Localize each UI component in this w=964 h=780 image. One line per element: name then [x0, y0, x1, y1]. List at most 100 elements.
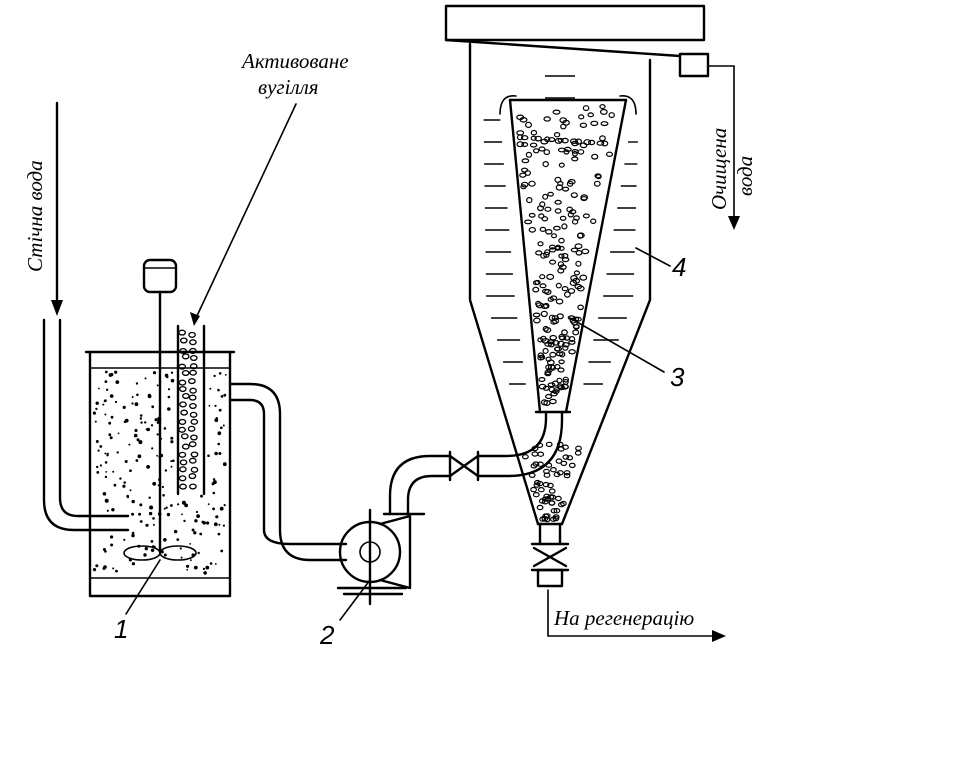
carbon-granule: [571, 140, 579, 147]
carbon-granule: [534, 279, 541, 285]
carbon-granule: [554, 199, 562, 205]
carbon-granule: [574, 243, 583, 250]
carbon-granule: [542, 347, 549, 354]
suspension-dot: [99, 445, 103, 448]
suspension-dot: [170, 436, 174, 440]
carbon-granule: [553, 508, 561, 514]
regeneration-line: [547, 589, 719, 637]
carbon-granule: [526, 197, 533, 204]
suspension-dot: [207, 503, 210, 506]
suspension-dot: [212, 491, 216, 495]
carbon-granule: [538, 498, 546, 504]
carbon-granule: [578, 114, 585, 120]
suspension-dot: [154, 418, 158, 422]
carbon-granule: [543, 149, 551, 156]
suspension-dot: [159, 453, 164, 458]
leader-3: [569, 317, 665, 373]
carbon-granule: [520, 184, 527, 190]
carbon-granule: [550, 391, 558, 397]
carbon-granule: [179, 466, 187, 473]
mixing-tank: [42, 258, 252, 598]
suspension-dot: [205, 565, 210, 570]
carbon-granule: [545, 229, 553, 235]
suspension-dot: [215, 417, 218, 420]
suspension-dot: [151, 447, 154, 450]
regeneration-arrow-head: [712, 630, 726, 642]
carbon-granule: [571, 150, 578, 157]
carbon-granule: [579, 122, 588, 129]
carbon-granule: [559, 351, 566, 358]
suspension-dot: [217, 431, 222, 436]
suspension-dot: [152, 481, 157, 486]
suspension-dot: [114, 370, 118, 374]
suspension-dot: [138, 512, 142, 516]
carbon-granule: [566, 455, 574, 461]
suspension-dot: [214, 451, 218, 456]
carbon-granule: [529, 142, 538, 148]
suspension-dot: [108, 373, 113, 377]
carbon-granule: [550, 233, 557, 239]
carbon-granule: [521, 158, 530, 164]
suspension-dot: [122, 405, 126, 409]
cyclone-lid-slope: [444, 38, 682, 58]
suspension-dot: [104, 475, 108, 479]
carbon-granule: [552, 109, 561, 115]
suspension-dot: [176, 538, 180, 541]
suspension-dot: [148, 511, 153, 516]
suspension-dot: [96, 465, 99, 469]
carbon-granule: [531, 451, 539, 457]
suspension-dot: [164, 469, 168, 472]
carbon-granule: [538, 213, 545, 219]
suspension-dot: [219, 506, 224, 511]
suspension-dot: [135, 459, 139, 462]
suspension-dot: [150, 548, 155, 552]
carbon-granule: [562, 119, 570, 126]
carbon-granule: [536, 205, 544, 212]
carbon-granule: [555, 184, 564, 191]
suspension-dot: [95, 401, 99, 405]
underflow-neck: [538, 522, 562, 546]
carbon-granule: [562, 342, 570, 348]
suspension-dot: [212, 507, 216, 511]
carbon-granule: [549, 244, 556, 250]
suspension-dot: [167, 395, 171, 399]
suspension-dot: [160, 550, 164, 554]
carbon-granule: [577, 304, 584, 311]
tank-suspension-dots: [92, 370, 227, 575]
callouts: 1 2 3 4: [114, 247, 686, 650]
carbon-granule: [552, 515, 560, 522]
carbon-granule: [570, 192, 578, 199]
suspension-dot: [147, 393, 151, 397]
carbon-granule: [524, 219, 533, 225]
carbon-granule: [561, 286, 569, 292]
carbon-granule: [550, 319, 558, 325]
suspension-dot: [150, 424, 154, 427]
carbon-granule: [532, 312, 541, 318]
riser-pipe-outer: [476, 410, 548, 458]
carbon-granule: [542, 481, 550, 488]
carbon-granule: [575, 260, 582, 267]
suspension-dot: [196, 514, 201, 518]
carbon-granule: [564, 291, 571, 298]
leader-1: [125, 559, 161, 615]
hydrocyclone: Очищена вода На регенерацію: [444, 4, 757, 642]
suspension-dot: [112, 567, 115, 570]
carbon-granule: [537, 487, 545, 493]
suspension-dot: [170, 465, 173, 468]
label-wastewater: Стічна вода: [23, 160, 47, 272]
suspension-dot: [184, 503, 189, 508]
carbon-feed-granules: [178, 329, 199, 490]
suspension-dot: [131, 533, 135, 538]
suspension-dot: [110, 543, 114, 547]
carbon-granule: [189, 339, 197, 346]
suspension-dot: [174, 529, 178, 534]
suspension-dot: [220, 395, 224, 398]
callout-4: 4: [672, 252, 686, 282]
suspension-dot: [122, 484, 126, 488]
suspension-dot: [163, 507, 166, 510]
suspension-dot: [123, 481, 126, 484]
carbon-granule: [536, 504, 544, 511]
carbon-granule: [554, 208, 562, 214]
carbon-granule: [582, 105, 590, 112]
